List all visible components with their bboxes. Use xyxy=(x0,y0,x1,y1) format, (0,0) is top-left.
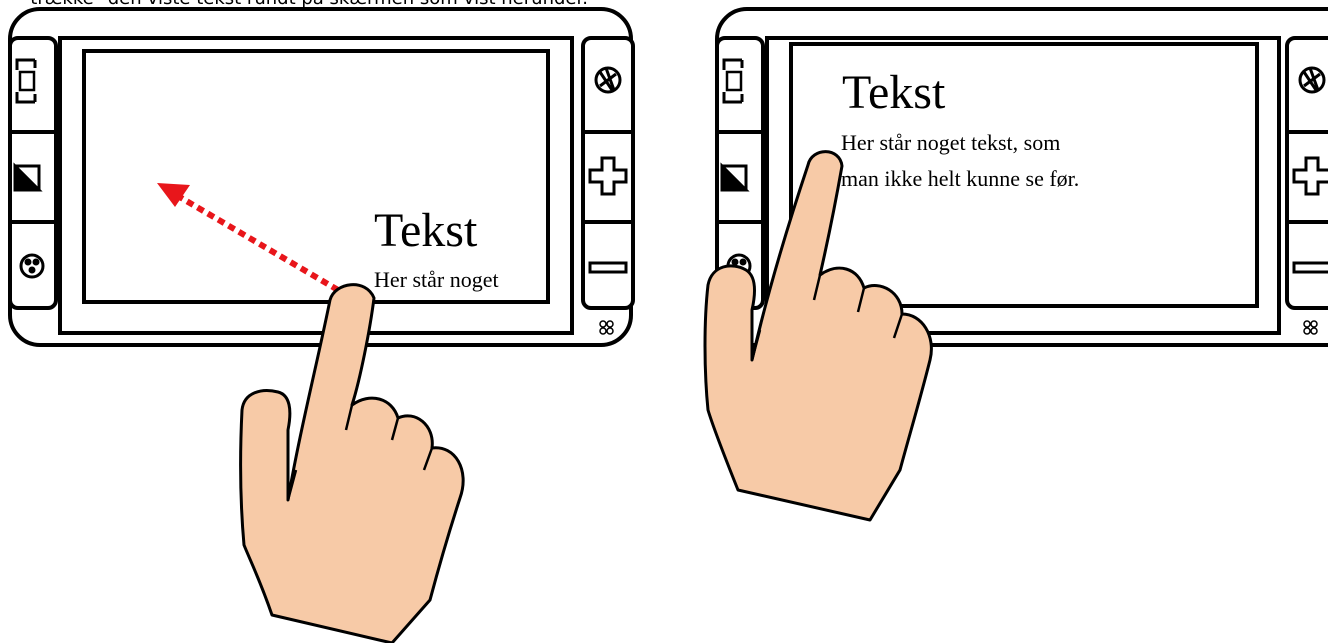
screen-heading: Tekst xyxy=(842,66,946,119)
screen-body-line: Her står noget tekst, som xyxy=(841,130,1060,155)
minus-icon[interactable] xyxy=(590,263,626,272)
screen-body-line: man ikke helt kunne se før. xyxy=(841,166,1079,191)
screen-heading: Tekst xyxy=(374,204,478,257)
screen-body-line: Her står noget xyxy=(374,267,499,292)
minus-icon[interactable] xyxy=(1294,263,1328,272)
left-magnifier-device: Tekst Her står noget xyxy=(10,9,633,345)
screen xyxy=(84,51,548,302)
